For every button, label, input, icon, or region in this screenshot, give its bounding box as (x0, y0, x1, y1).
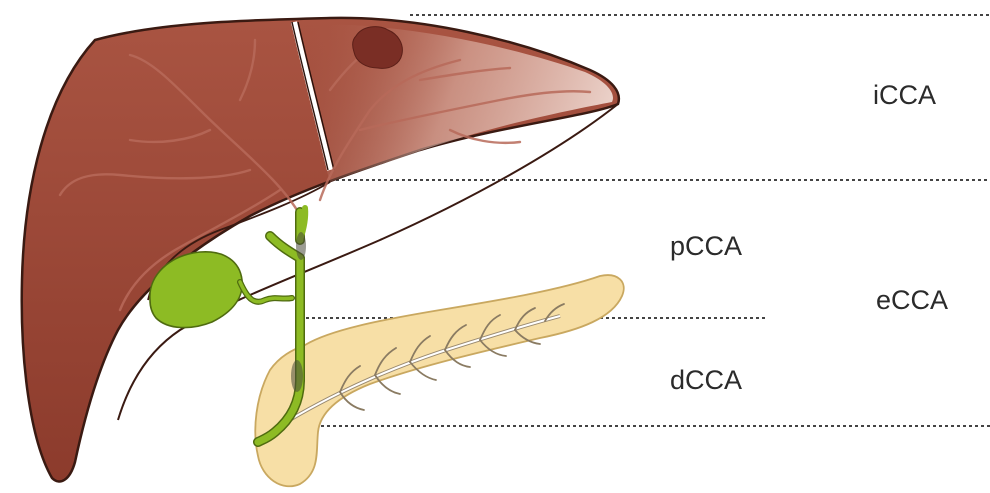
liver-highlight (300, 24, 613, 182)
pancreas (255, 275, 623, 486)
label-intrahepatic: iCCA (873, 82, 936, 109)
label-perihilar: pCCA (670, 233, 742, 260)
label-distal: dCCA (670, 367, 742, 394)
pancreas-outline (255, 275, 623, 486)
perihilar-duct-lesion (296, 232, 306, 260)
label-extrahepatic: eCCA (876, 287, 948, 314)
distal-duct-lesion (291, 360, 303, 392)
